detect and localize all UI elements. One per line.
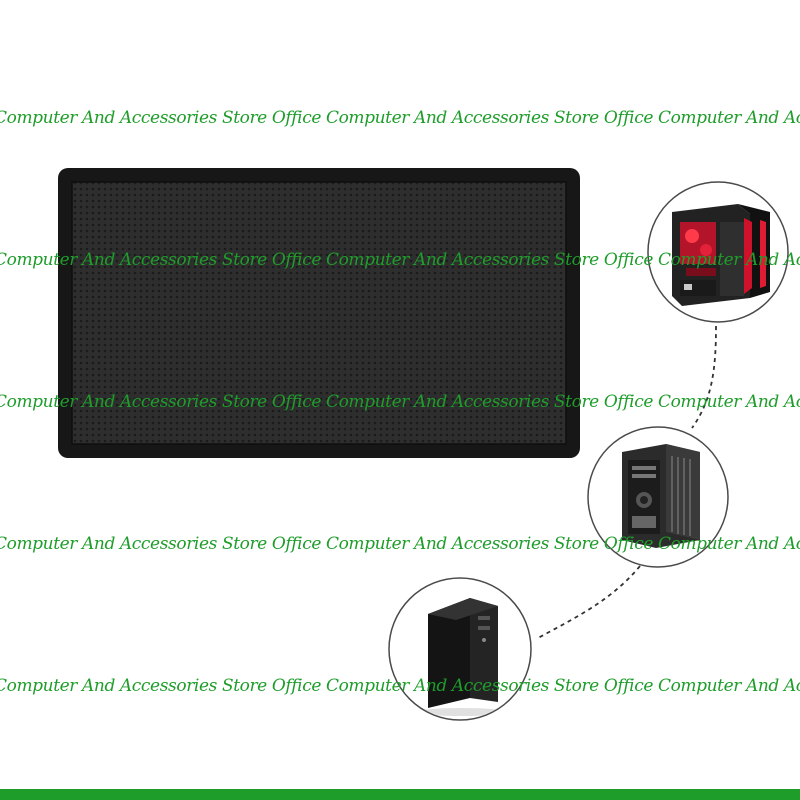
tower-pc-case-icon	[388, 577, 532, 721]
bottom-accent-bar	[0, 789, 800, 800]
open-pc-case-icon	[587, 426, 729, 568]
gaming-pc-case-icon	[647, 181, 789, 323]
dust-filter-mesh-icon	[58, 168, 580, 458]
dashed-connector	[537, 325, 717, 639]
